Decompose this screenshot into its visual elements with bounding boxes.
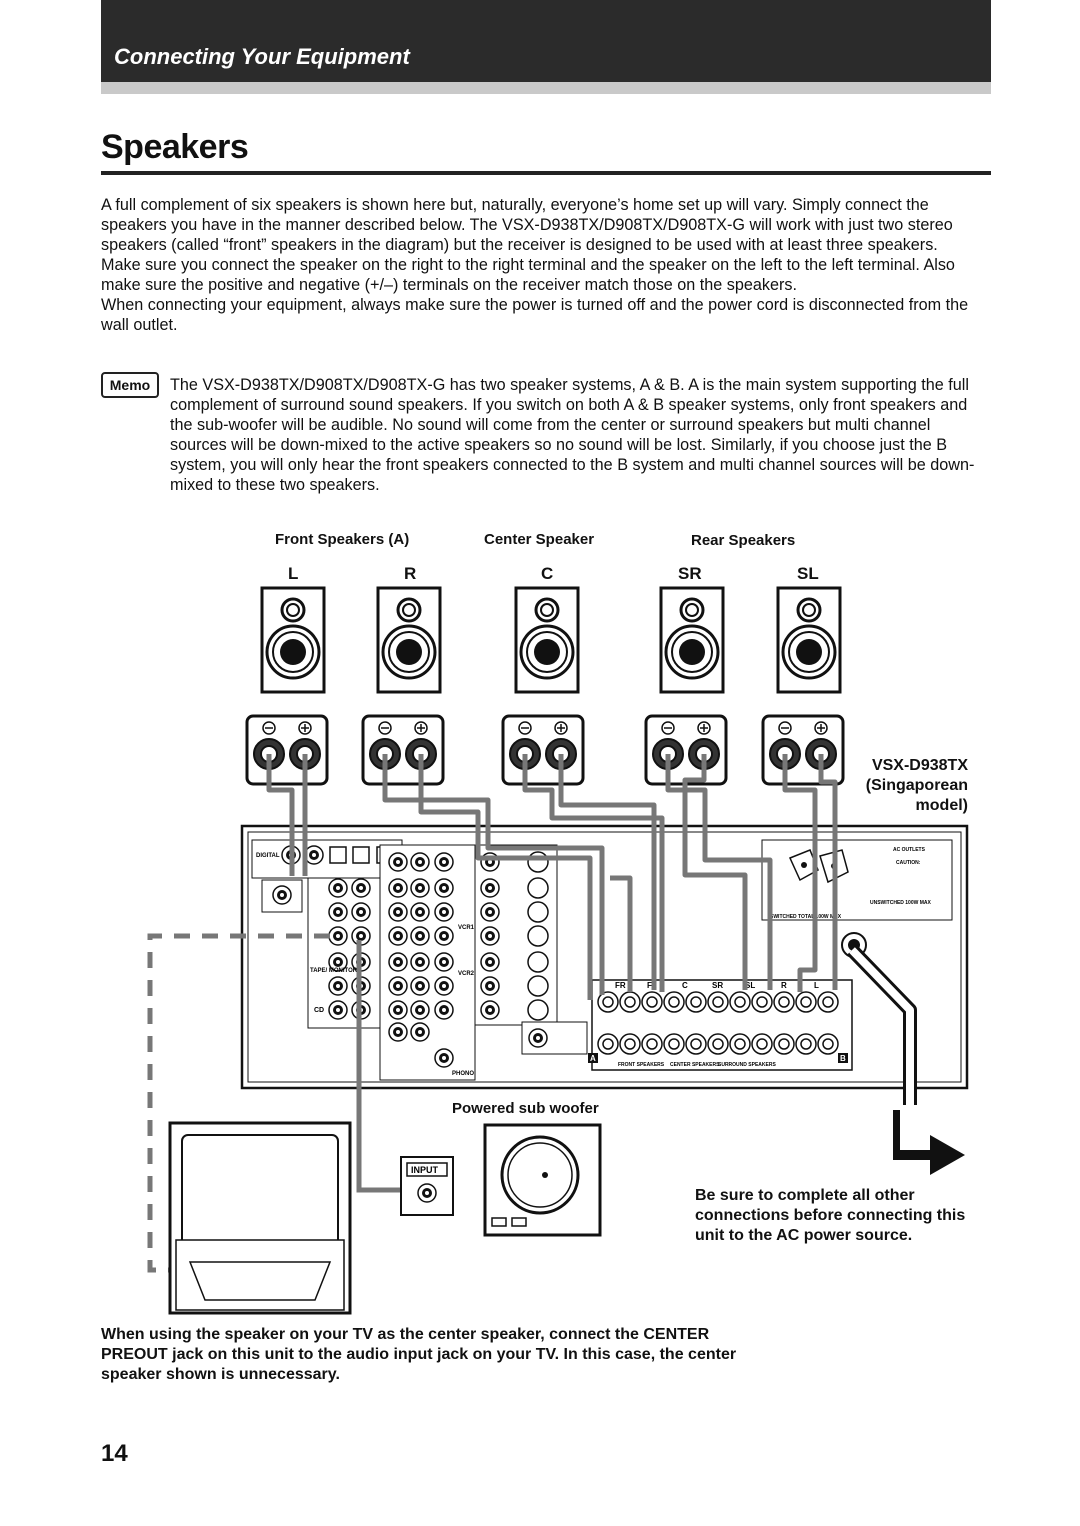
body-text: A full complement of six speakers is sho…	[101, 195, 991, 335]
memo-badge: Memo	[101, 372, 159, 398]
center-speaker-label: Center Speaker	[484, 531, 595, 548]
receiver-caution-label: CAUTION:	[896, 860, 921, 866]
receiver-surround-speakers-label: SURROUND SPEAKERS	[718, 1062, 776, 1068]
model-suffix: model)	[915, 797, 968, 814]
ac-power-warning: Be sure to complete all other connection…	[695, 1187, 966, 1244]
receiver-phono-label: PHONO	[452, 1071, 474, 1077]
paragraph-3: When connecting your equipment, always m…	[101, 296, 969, 334]
channel-letter-sr: SR	[678, 564, 702, 583]
channel-letter-c: C	[541, 564, 554, 583]
receiver-center-speakers-label: CENTER SPEAKERS	[670, 1062, 720, 1068]
receiver-system-a: A	[590, 1054, 596, 1063]
speaker-surround-left	[776, 586, 842, 694]
tv-center-note: When using the speaker on your TV as the…	[101, 1326, 737, 1383]
receiver-unswitched-label: UNSWITCHED 100W MAX	[870, 900, 932, 906]
channel-letter-l: L	[288, 564, 299, 583]
subwoofer	[483, 1123, 602, 1237]
channel-letter-r: R	[404, 564, 417, 583]
model-name: VSX-D938TX	[871, 757, 968, 774]
receiver-terminal-fr: FR	[615, 981, 626, 990]
header-stripe	[101, 82, 991, 94]
receiver-cd-label: CD	[314, 1007, 324, 1014]
page-number: 14	[101, 1440, 128, 1467]
receiver-digital-label: DIGITAL	[256, 853, 280, 859]
receiver-tape-label: TAPE/ MONITOR	[310, 968, 358, 974]
speaker-front-right	[376, 586, 442, 694]
paragraph-1: A full complement of six speakers is sho…	[101, 196, 953, 254]
terminal-center	[501, 714, 585, 786]
speaker-front-left	[260, 586, 326, 694]
subwoofer-label: Powered sub woofer	[452, 1100, 599, 1117]
title-rule	[101, 171, 991, 175]
header-bar	[101, 0, 991, 82]
model-region: (Singaporean	[865, 777, 968, 794]
rear-speakers-label: Rear Speakers	[691, 532, 796, 549]
receiver-ac-outlets-label: AC OUTLETS	[893, 847, 926, 853]
receiver-terminal-c: C	[682, 981, 688, 990]
speaker-wires	[266, 754, 838, 1000]
receiver-switched-label: SWITCHED TOTAL 100W MAX	[770, 914, 842, 920]
memo-text: The VSX-D938TX/D908TX/D908TX-G has two s…	[170, 376, 975, 494]
television	[168, 1121, 352, 1315]
receiver-system-b: B	[840, 1054, 846, 1063]
receiver-vcr2-label: VCR2	[458, 971, 475, 977]
receiver-terminal-r: R	[781, 981, 787, 990]
channel-letter-sl: SL	[797, 564, 819, 583]
receiver-terminal-sl: SL	[745, 981, 755, 990]
terminal-surround-right	[644, 714, 728, 786]
page-title: Speakers	[101, 128, 249, 166]
paragraph-2: Make sure you connect the speaker on the…	[101, 256, 955, 294]
terminal-front-left	[245, 714, 329, 786]
terminal-front-right	[361, 714, 445, 786]
terminal-surround-left	[761, 714, 845, 786]
receiver-front-speakers-label: FRONT SPEAKERS	[618, 1062, 665, 1068]
section-title: Connecting Your Equipment	[114, 44, 410, 69]
front-speakers-label: Front Speakers (A)	[275, 531, 410, 548]
speaker-center	[514, 586, 580, 694]
receiver-terminal-l: L	[814, 981, 819, 990]
receiver-terminal-sr: SR	[712, 981, 723, 990]
receiver-vcr1-label: VCR1	[458, 925, 475, 931]
speaker-surround-right	[659, 586, 725, 694]
tv-input-label: INPUT	[411, 1165, 439, 1175]
tv-input-panel: INPUT	[400, 1156, 454, 1216]
